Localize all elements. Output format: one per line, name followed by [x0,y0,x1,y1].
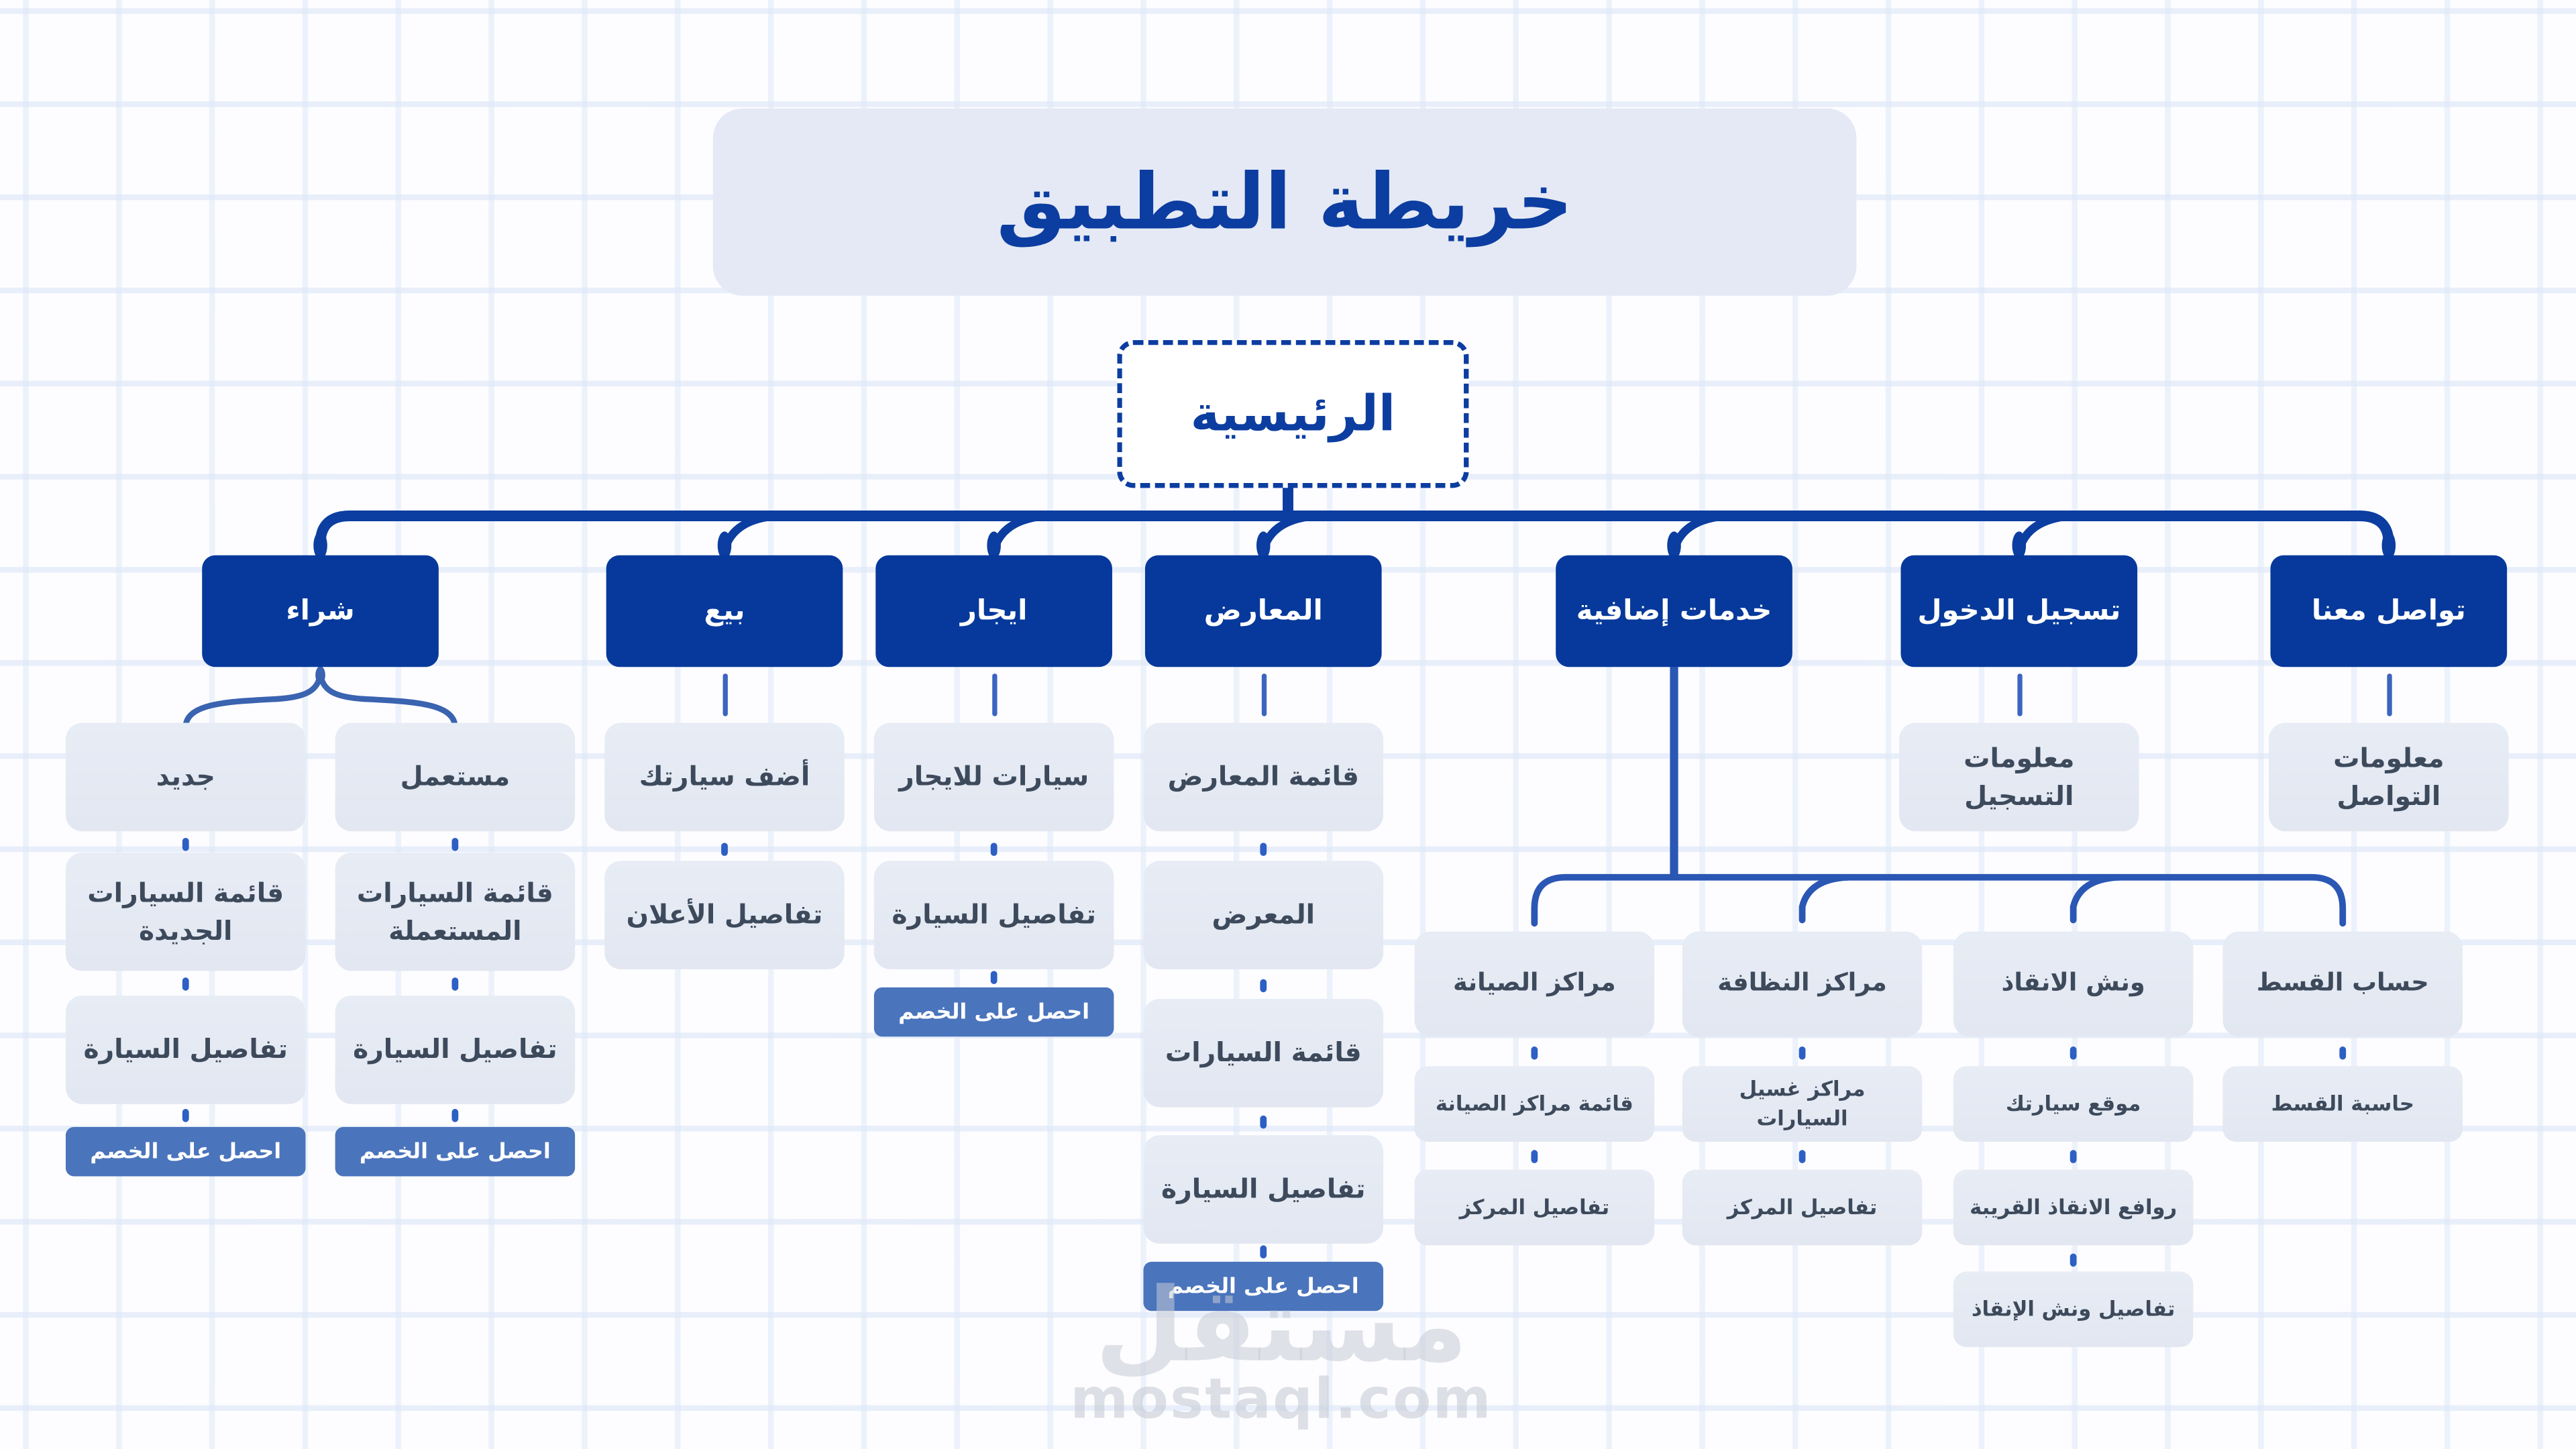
connector-line-sell [722,674,727,716]
node-buy-used-list: قائمة السيارات المستعملة [335,853,576,971]
connector-dash [990,843,998,856]
teardrop-login [2012,531,2027,559]
connector-dash [2339,1046,2347,1060]
services-drop-rescue [2070,873,2123,924]
teardrop-buy [313,531,327,559]
connector-dash [2070,1253,2077,1267]
connector-dash [990,971,998,984]
button-get-discount-new: احصل على الخصم [65,1127,306,1177]
node-rent-car-details: تفاصيل السيارة [873,861,1114,969]
connector-dash [451,837,459,851]
node-main-login: تسجيل الدخول [1900,555,2138,667]
node-sell-add-car: أضف سيارتك [604,722,845,832]
button-get-discount-rent: احصل على الخصم [873,987,1114,1037]
node-showroom: المعرض [1143,861,1384,969]
node-sell-ad-details: تفاصيل الأعلان [604,861,845,969]
connector-line-login [2017,674,2022,716]
node-buy-new-list: قائمة السيارات الجديدة [65,853,306,971]
node-main-rent: ايجار [875,555,1112,667]
node-installment-account: حساب القسط [2222,931,2463,1037]
teardrop-contact [2381,531,2396,559]
button-get-discount-showroom: احصل على الخصم [1143,1261,1384,1311]
connector-line-rent [991,674,997,716]
connector-dash [1260,843,1267,856]
connector-dash [1531,1150,1538,1163]
node-car-wash-centers: مراكز غسيل السيارات [1682,1066,1923,1142]
connector-dash [1799,1150,1806,1163]
button-get-discount-used: احصل على الخصم [335,1127,576,1177]
page-title-box: خريطة التطبيق [712,108,1857,296]
connector-dash [182,837,189,851]
connector-dash [2070,1046,2077,1060]
node-nearby-rescue-cranes: روافع الانقاذ القريبة [1953,1169,2194,1246]
teardrop-services [1667,531,1681,559]
node-your-car-location: موقع سيارتك [1953,1066,2194,1142]
node-buy-used-car-details: تفاصيل السيارة [335,996,576,1104]
connector-dash [182,977,189,991]
node-maintenance-center-details: تفاصيل المركز [1414,1169,1655,1246]
connector-dash [2070,1150,2077,1163]
node-cleaning-center-details: تفاصيل المركز [1682,1169,1923,1246]
main-bus-line [315,511,2394,557]
node-main-sell: بيع [606,555,843,667]
node-rent-cars: سيارات للايجار [873,722,1114,832]
node-buy-used: مستعمل [335,722,576,832]
node-main-showrooms: المعارض [1144,555,1382,667]
connector-dash [1531,1046,1538,1060]
connector-line-showrooms [1260,674,1266,716]
node-cleaning-centers: مراكز النظافة [1682,931,1923,1037]
connector-dash [451,1109,459,1122]
connector-line-contact [2386,674,2392,716]
connector-dash [182,1109,189,1122]
connector-dash [1260,1115,1267,1129]
node-registration-info: معلومات التسجيل [1899,722,2139,832]
teardrop-rent [987,531,1001,559]
node-maintenance-centers: مراكز الصيانة [1414,931,1655,1037]
buy-brace-right [317,667,458,729]
node-buy-new-car-details: تفاصيل السيارة [65,996,306,1104]
node-showroom-car-details: تفاصيل السيارة [1143,1135,1384,1244]
node-rescue-winch-details: تفاصيل ونش الإنقاذ [1953,1271,2194,1348]
services-bracket [1531,873,2347,927]
connector-dash [1799,1046,1806,1060]
node-contact-info: معلومات التواصل [2269,722,2509,832]
node-installment-calculator: حاسبة القسط [2222,1066,2463,1142]
teardrop-showrooms [1256,531,1271,559]
services-drop-cleaning [1799,873,1852,924]
node-root-home: الرئيسية [1117,339,1469,488]
buy-brace-left [182,667,323,729]
teardrop-sell [717,531,732,559]
node-maintenance-centers-list: قائمة مراكز الصيانة [1414,1066,1655,1142]
node-rescue-winch: ونش الانقاذ [1953,931,2194,1037]
node-main-contact: تواصل معنا [2270,555,2508,667]
node-main-buy: شراء [202,555,439,667]
connector-dash [721,843,728,856]
node-showroom-cars-list: قائمة السيارات [1143,998,1384,1108]
node-main-services: خدمات إضافية [1556,555,1792,667]
connector-dash [1260,979,1267,993]
node-showrooms-list: قائمة المعارض [1143,722,1384,832]
connector-dash [451,977,459,991]
node-buy-new: جديد [65,722,306,832]
page-title: خريطة التطبيق [996,156,1573,248]
connector-dash [1260,1245,1267,1258]
